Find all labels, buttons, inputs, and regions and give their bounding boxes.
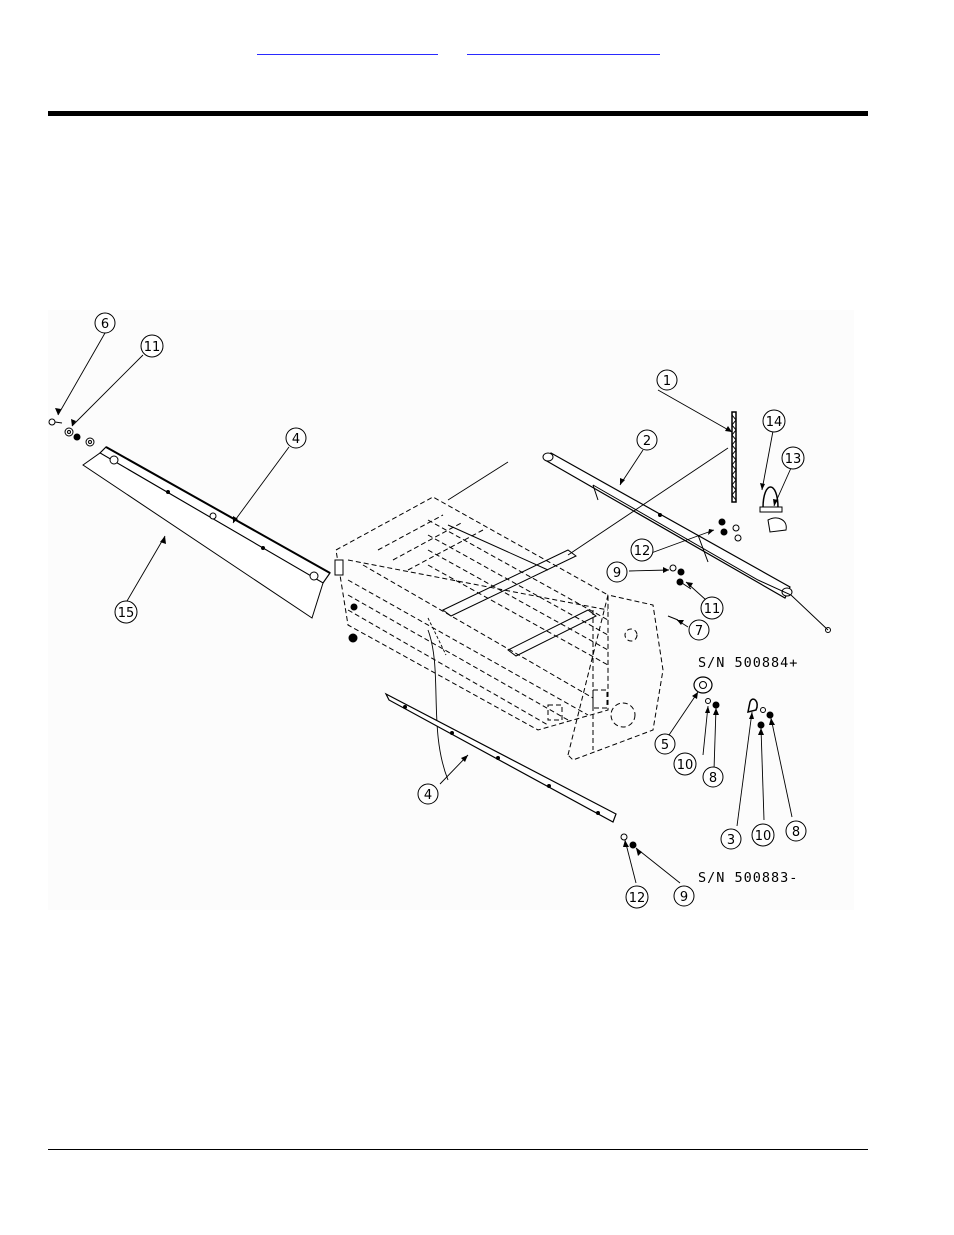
svg-text:12: 12 xyxy=(629,891,646,906)
svg-text:10: 10 xyxy=(755,829,772,844)
callout-2: 2 xyxy=(637,430,657,450)
callout-7: 7 xyxy=(689,620,709,640)
callout-9-lower: 9 xyxy=(674,886,694,906)
nav-link-1[interactable] xyxy=(257,40,438,55)
callout-4-top: 4 xyxy=(286,428,306,448)
callout-14: 14 xyxy=(763,410,785,432)
svg-text:8: 8 xyxy=(709,771,717,786)
svg-text:4: 4 xyxy=(292,432,300,447)
svg-text:1: 1 xyxy=(663,374,671,389)
svg-text:2: 2 xyxy=(643,434,651,449)
serial-note-lower: S/N 500883- xyxy=(698,870,798,886)
callout-4-lower: 4 xyxy=(418,784,438,804)
header-rule xyxy=(48,111,868,116)
callout-12-upper: 12 xyxy=(631,539,653,561)
callout-10-lower: 10 xyxy=(752,824,774,846)
callout-8-upper: 8 xyxy=(703,767,723,787)
callout-15: 15 xyxy=(115,601,137,623)
callout-1: 1 xyxy=(657,370,677,390)
svg-text:4: 4 xyxy=(424,788,432,803)
svg-text:15: 15 xyxy=(118,606,135,621)
svg-text:11: 11 xyxy=(704,602,721,617)
svg-text:6: 6 xyxy=(101,317,109,332)
callout-11-top: 11 xyxy=(141,335,163,357)
svg-text:12: 12 xyxy=(634,544,651,559)
serial-note-upper: S/N 500884+ xyxy=(698,655,798,671)
nav-link-2[interactable] xyxy=(467,40,660,55)
parts-diagram: 6 11 4 15 1 2 14 13 xyxy=(48,310,854,910)
diagram-background xyxy=(48,310,854,910)
callout-3: 3 xyxy=(721,829,741,849)
svg-text:14: 14 xyxy=(766,415,783,430)
svg-text:13: 13 xyxy=(785,452,802,467)
callout-12-lower: 12 xyxy=(626,886,648,908)
callout-8-lower: 8 xyxy=(786,821,806,841)
callout-10-upper: 10 xyxy=(674,753,696,775)
svg-text:8: 8 xyxy=(792,825,800,840)
svg-text:7: 7 xyxy=(695,624,703,639)
svg-text:3: 3 xyxy=(727,833,735,848)
callout-5: 5 xyxy=(655,734,675,754)
callout-11-mid: 11 xyxy=(701,597,723,619)
callout-6: 6 xyxy=(95,313,115,333)
svg-text:9: 9 xyxy=(680,890,688,905)
callout-9-upper: 9 xyxy=(607,562,627,582)
svg-text:9: 9 xyxy=(613,566,621,581)
svg-text:10: 10 xyxy=(677,758,694,773)
chain xyxy=(732,412,736,502)
callout-13: 13 xyxy=(782,447,804,469)
footer-rule xyxy=(48,1149,868,1150)
svg-text:11: 11 xyxy=(144,340,161,355)
svg-text:5: 5 xyxy=(661,738,669,753)
